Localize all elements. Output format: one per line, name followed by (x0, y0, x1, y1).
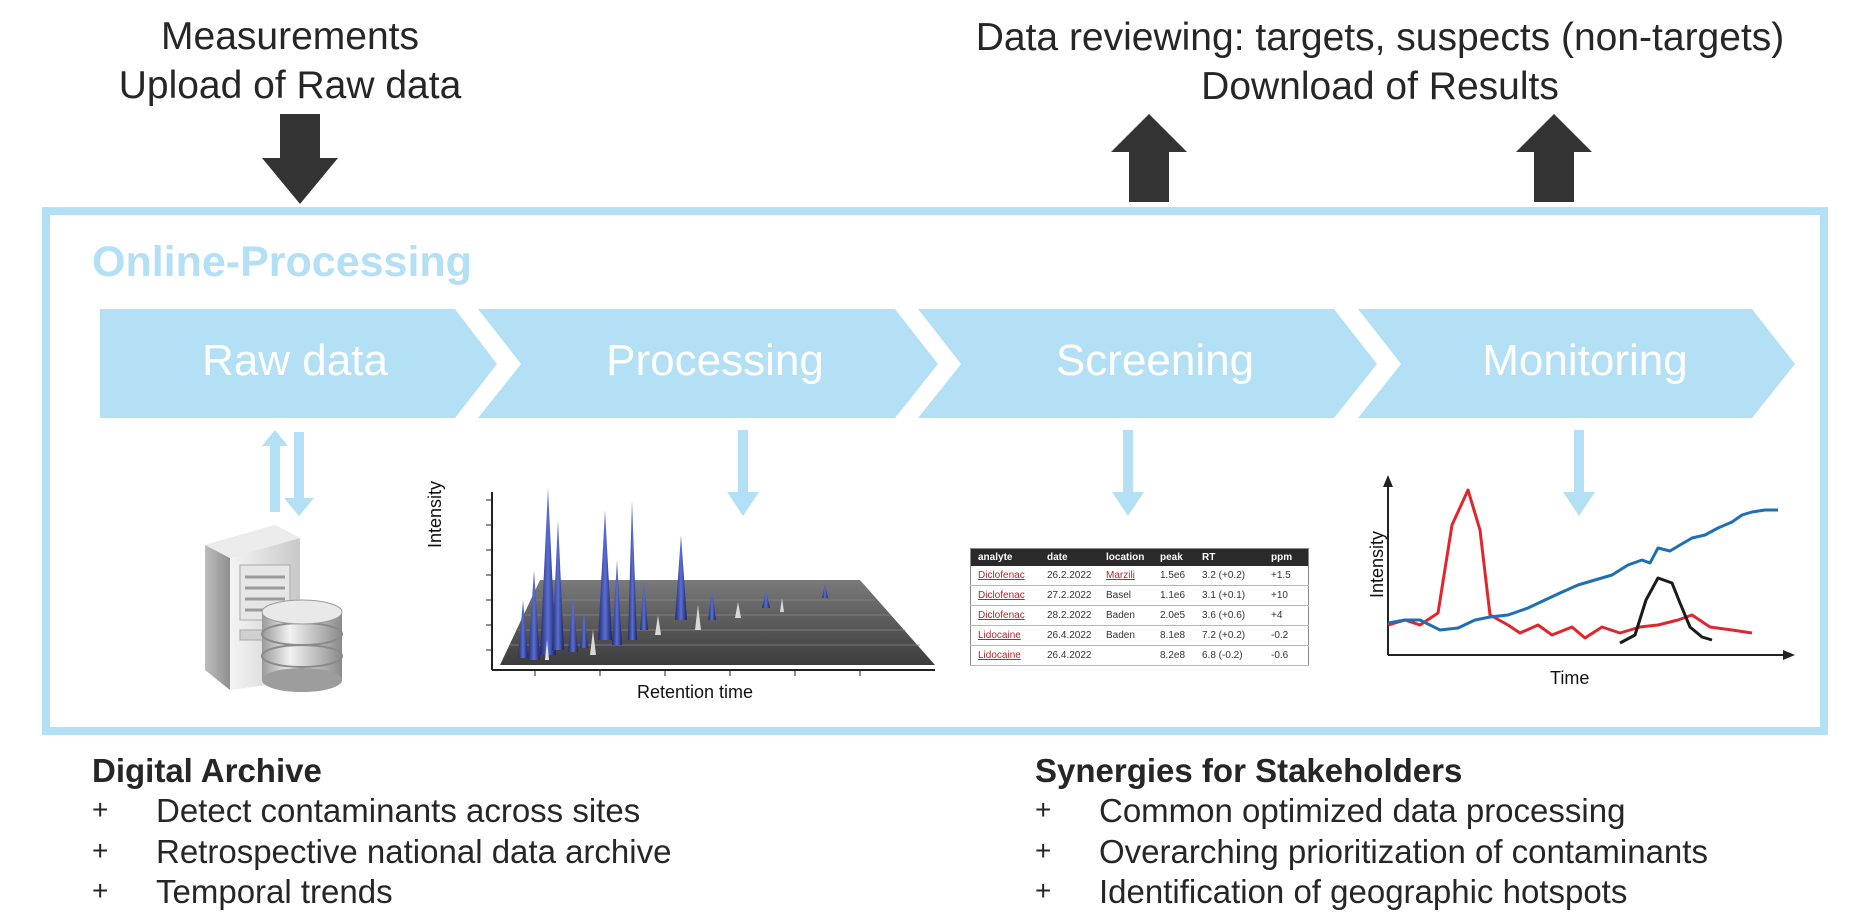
table-cell: 3.1 (+0.1) (1195, 585, 1264, 606)
step-label-processing: Processing (606, 336, 824, 385)
list-item-text: Detect contaminants across sites (156, 792, 641, 829)
upload-caption: Measurements Upload of Raw data (80, 12, 500, 110)
step-chevron-raw-data (100, 309, 497, 418)
table-cell: 27.2.2022 (1040, 585, 1099, 606)
step-chevron-screening (918, 309, 1377, 418)
table-cell: 1.1e6 (1153, 585, 1195, 606)
download-arrow-icon (1516, 114, 1592, 202)
upload-caption-line2: Upload of Raw data (118, 64, 462, 107)
table-cell-location[interactable]: Marzili (1099, 566, 1153, 586)
chromatogram-3d-plot (486, 488, 935, 676)
process-chevrons (100, 309, 1795, 418)
list-item-text: Retrospective national data archive (156, 833, 672, 870)
column-header: peak (1153, 548, 1195, 566)
table-cell: +4 (1264, 605, 1309, 626)
table-cell: 1.5e6 (1153, 566, 1195, 586)
step-label-monitoring: Monitoring (1482, 336, 1688, 385)
bullet-plus: + (92, 875, 109, 906)
column-header: RT (1195, 548, 1264, 566)
table-cell: 2.0e5 (1153, 605, 1195, 626)
results-table-wrapper: analyte date location peak RT ppm Diclof… (970, 548, 1309, 666)
column-header: analyte (970, 548, 1040, 566)
bullet-plus: + (1035, 794, 1052, 825)
results-table: analyte date location peak RT ppm Diclof… (970, 548, 1309, 666)
table-cell: 8.1e8 (1153, 625, 1195, 646)
table-cell: 8.2e8 (1153, 645, 1195, 666)
column-header: location (1099, 548, 1153, 566)
bullet-plus: + (1035, 875, 1052, 906)
bidirectional-arrow-icon (262, 430, 314, 516)
table-cell: Baden (1099, 625, 1153, 646)
download-caption-line2: Download of Results (1201, 65, 1559, 108)
table-cell: Baden (1099, 605, 1153, 626)
bullet-plus: + (92, 794, 109, 825)
download-caption: Data reviewing: targets, suspects (non-t… (930, 13, 1830, 111)
table-cell: Basel (1099, 585, 1153, 606)
panel-title: Online-Processing (92, 238, 472, 286)
processing-ylabel: Intensity (425, 480, 445, 548)
column-header: date (1040, 548, 1099, 566)
list-item-text: Overarching prioritization of contaminan… (1099, 833, 1708, 870)
table-cell: 26.4.2022 (1040, 645, 1099, 666)
step-label-screening: Screening (1055, 336, 1255, 385)
table-row: Diclofenac 26.2.2022 Marzili 1.5e6 3.2 (… (970, 566, 1309, 586)
synergies-title: Synergies for Stakeholders (1035, 752, 1463, 789)
table-cell: 28.2.2022 (1040, 605, 1099, 626)
download-arrow-icon (1111, 114, 1187, 202)
table-cell-analyte[interactable]: Diclofenac (970, 585, 1040, 606)
monitoring-xlabel: Time (1550, 668, 1590, 688)
table-row: Diclofenac 27.2.2022 Basel 1.1e6 3.1 (+0… (970, 585, 1309, 606)
list-item-text: Identification of geographic hotspots (1099, 873, 1628, 910)
table-cell: -0.2 (1264, 625, 1309, 646)
bullet-plus: + (1035, 835, 1052, 866)
table-cell: 26.2.2022 (1040, 566, 1099, 586)
server-database-icon (205, 525, 343, 692)
table-cell-analyte[interactable]: Lidocaine (970, 625, 1040, 646)
step-label-raw-data: Raw data (202, 336, 388, 385)
list-item-text: Common optimized data processing (1099, 792, 1626, 829)
table-cell: 6.8 (-0.2) (1195, 645, 1264, 666)
table-row: Diclofenac 28.2.2022 Baden 2.0e5 3.6 (+0… (970, 605, 1309, 626)
table-cell: 3.2 (+0.2) (1195, 566, 1264, 586)
upload-arrow-icon (262, 114, 338, 204)
table-cell: -0.6 (1264, 645, 1309, 666)
table-header-row: analyte date location peak RT ppm (970, 548, 1309, 566)
list-item-text: Temporal trends (156, 873, 393, 910)
down-arrow-icon (1563, 430, 1595, 516)
down-arrow-icon (1112, 430, 1144, 516)
table-cell: 7.2 (+0.2) (1195, 625, 1264, 646)
upload-caption-line1: Measurements (161, 15, 419, 58)
table-cell-analyte[interactable]: Lidocaine (970, 645, 1040, 666)
step-chevron-monitoring (1358, 309, 1795, 418)
processing-xlabel: Retention time (637, 682, 754, 702)
step-chevron-processing (478, 309, 938, 418)
column-header: ppm (1264, 548, 1309, 566)
table-cell-analyte[interactable]: Diclofenac (970, 566, 1040, 586)
bullet-plus: + (92, 835, 109, 866)
table-cell: 26.4.2022 (1040, 625, 1099, 646)
table-cell: +1.5 (1264, 566, 1309, 586)
down-arrow-icon (727, 430, 759, 516)
table-row: Lidocaine 26.4.2022 8.2e8 6.8 (-0.2) -0.… (970, 645, 1309, 666)
table-cell (1099, 645, 1153, 666)
table-cell: 3.6 (+0.6) (1195, 605, 1264, 626)
monitoring-trend-plot (1383, 475, 1795, 660)
online-processing-panel (42, 207, 1828, 735)
table-cell-analyte[interactable]: Diclofenac (970, 605, 1040, 626)
download-caption-line1: Data reviewing: targets, suspects (non-t… (975, 16, 1785, 59)
table-row: Lidocaine 26.4.2022 Baden 8.1e8 7.2 (+0.… (970, 625, 1309, 646)
digital-archive-title: Digital Archive (92, 752, 322, 789)
table-cell: +10 (1264, 585, 1309, 606)
